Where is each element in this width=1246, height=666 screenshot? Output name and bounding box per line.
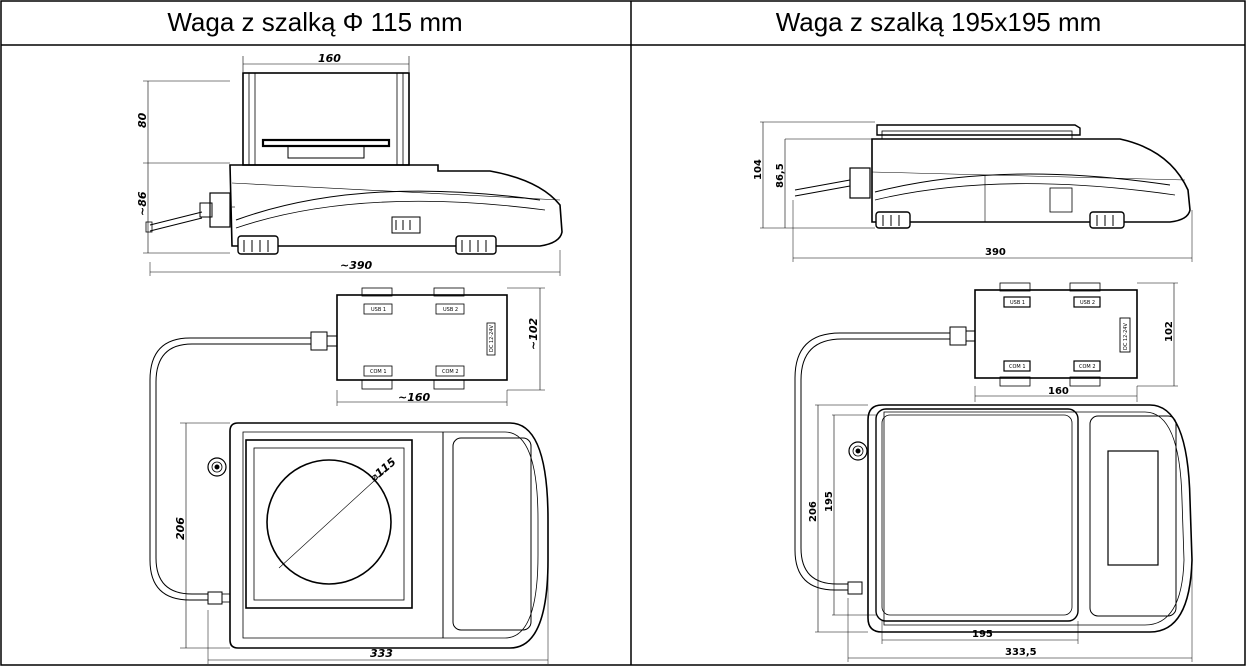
dim-right-width: 333,5 <box>1005 647 1037 658</box>
port-com1-left: COM 1 <box>370 369 387 375</box>
port-usb1-right: USB 1 <box>1010 300 1025 306</box>
dim-left-lower-height: ~86 <box>136 191 149 216</box>
port-usb1-left: USB 1 <box>371 307 386 313</box>
port-com1-right: COM 1 <box>1009 364 1026 370</box>
dim-right-total-height: 104 <box>753 159 764 180</box>
port-dc-right: DC 12-24V <box>1123 323 1129 350</box>
right-side-view: 104 86,5 390 <box>753 121 1193 262</box>
dim-right-depth: 206 <box>808 501 819 522</box>
dim-left-upper-height: 80 <box>136 112 149 128</box>
header-right: Waga z szalką 195x195 mm <box>775 6 1102 37</box>
dim-left-box-width: ~160 <box>398 391 431 404</box>
port-com2-right: COM 2 <box>1079 364 1096 370</box>
port-usb2-right: USB 2 <box>1080 300 1095 306</box>
dim-left-length: ~390 <box>340 259 373 272</box>
port-usb2-left: USB 2 <box>443 307 458 313</box>
right-cable <box>794 332 950 591</box>
left-technical-drawing: 160 <box>136 52 563 664</box>
left-cable <box>149 337 311 601</box>
dim-left-width: 333 <box>370 647 393 660</box>
port-com2-left: COM 2 <box>442 369 459 375</box>
dim-left-top-width: 160 <box>318 52 341 65</box>
right-interface-box: USB 1 USB 2 COM 1 COM 2 DC 12-24V 102 16… <box>949 282 1178 402</box>
dim-right-box-height: 102 <box>1164 321 1175 342</box>
header-left: Waga z szalką Φ 115 mm <box>167 6 463 37</box>
right-top-view: 206 195 195 333,5 <box>808 404 1193 662</box>
dim-left-pan-diameter: ⌀115 <box>368 455 399 484</box>
dim-left-depth: 206 <box>174 517 187 540</box>
port-dc-left: DC 12-24V <box>489 325 495 352</box>
dim-right-length: 390 <box>985 247 1006 258</box>
right-technical-drawing: 104 86,5 390 USB 1 U <box>753 121 1193 662</box>
dim-right-box-width: 160 <box>1048 386 1069 397</box>
dim-left-box-height: ~102 <box>527 317 540 350</box>
left-interface-box: USB 1 USB 2 COM 1 COM 2 DC 12-24V ~102 ~… <box>310 287 545 406</box>
dim-right-pan-depth: 195 <box>824 491 835 512</box>
dim-right-pan-width: 195 <box>972 629 993 640</box>
left-side-view: 160 <box>136 52 563 276</box>
dim-right-body-height: 86,5 <box>775 163 786 188</box>
left-top-view: ⌀115 206 333 <box>174 422 549 664</box>
